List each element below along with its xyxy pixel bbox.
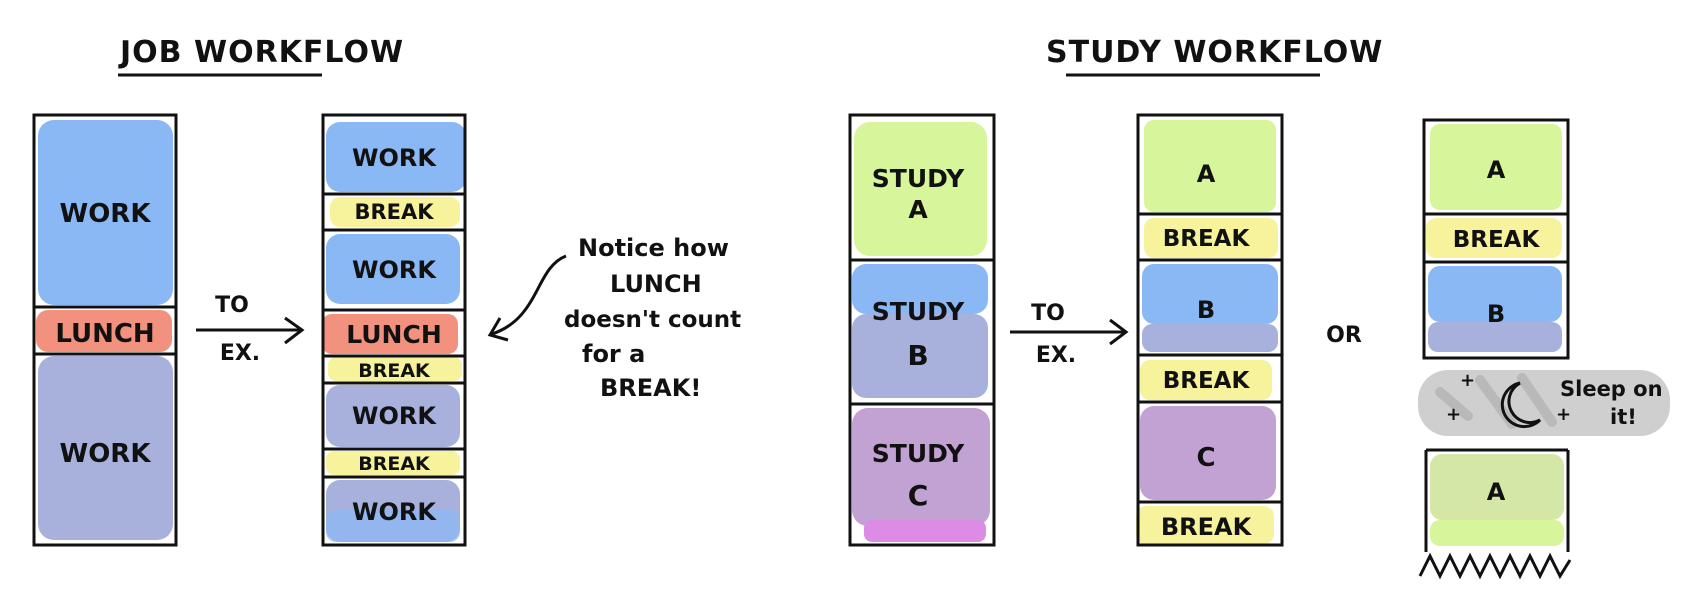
study-after-c-label: C [1196, 443, 1215, 473]
job-before-lunch-block [36, 310, 172, 352]
job-note-line-2: LUNCH [610, 270, 702, 298]
alt-bottom-a-block [1430, 454, 1564, 520]
job-before-column: WORK LUNCH WORK [32, 113, 178, 547]
study-alt-top-column: A BREAK B [1422, 118, 1570, 360]
job-note-line-4: for a [582, 340, 645, 368]
job-after-lunch-block [322, 314, 458, 354]
job-after-work1-label: WORK [352, 144, 437, 172]
study-before-c-line2: C [908, 479, 929, 512]
study-arrow: TO EX. [1010, 301, 1129, 368]
job-after-column-outline [321, 113, 467, 547]
study-after-break-block [1144, 218, 1278, 258]
job-after-break2-label: BREAK [358, 360, 431, 382]
job-note: Notice how LUNCH doesn't count for a BRE… [487, 234, 741, 402]
job-after-work-block-tint [326, 510, 460, 542]
job-before-work-bottom-label: WORK [60, 439, 152, 469]
job-workflow-section: JOB WORKFLOW WORK LUNCH WORK TO EX. [32, 35, 741, 547]
sleep-cloud: + + + Sleep on it! [1418, 370, 1670, 436]
study-after-b-block-top [1142, 264, 1278, 324]
study-after-a-label: A [1197, 160, 1216, 188]
job-after-work4-label: WORK [352, 498, 437, 526]
job-workflow-title: JOB WORKFLOW [118, 35, 404, 70]
sleep-line-1: Sleep on [1560, 377, 1663, 401]
study-arrow-ex-label: EX. [1036, 343, 1076, 368]
alt-bottom-a-label: A [1487, 478, 1506, 506]
or-label: OR [1326, 323, 1362, 348]
job-after-break1-label: BREAK [354, 200, 434, 224]
alt-break-label: BREAK [1453, 227, 1541, 253]
note-arrowhead-icon [487, 317, 509, 342]
job-note-line-5: BREAK! [600, 374, 701, 402]
job-before-column-outline [32, 113, 178, 547]
job-after-column: WORK BREAK WORK LUNCH BREAK WORK BREAK W… [321, 113, 467, 547]
study-after-break1-label: BREAK [1163, 226, 1251, 252]
study-arrow-to-label: TO [1031, 301, 1065, 326]
study-after-break2-label: BREAK [1163, 368, 1251, 394]
study-after-c-block [1140, 406, 1276, 500]
job-after-work-block [326, 234, 460, 304]
job-after-work-block [326, 385, 460, 447]
study-before-a-block [854, 122, 987, 256]
alt-b-block-bottom [1428, 322, 1562, 352]
moon-icon [1500, 381, 1542, 429]
job-before-work-bottom-block [38, 356, 173, 540]
study-before-c-block-tint [864, 520, 986, 542]
alt-bottom-a-block-tint [1430, 520, 1564, 546]
job-after-break-block [326, 451, 460, 475]
torn-edge [1418, 552, 1572, 580]
study-after-break-block [1140, 360, 1272, 400]
arrowhead-icon [1109, 318, 1129, 346]
job-after-work2-label: WORK [352, 256, 437, 284]
cloud-stroke [1435, 387, 1473, 421]
job-after-break-block [330, 197, 460, 227]
job-after-work3-label: WORK [352, 402, 437, 430]
study-before-b-line1: STUDY [872, 297, 965, 326]
study-before-column: STUDY A STUDY B STUDY C [848, 113, 996, 547]
star-icon: + [1460, 370, 1475, 391]
study-before-column-outline [848, 113, 996, 547]
study-before-b-block-bottom [852, 314, 988, 398]
star-icon: + [1446, 404, 1461, 425]
study-after-break3-label: BREAK [1161, 513, 1253, 541]
alt-top-column-outline [1422, 118, 1570, 360]
job-note-line-1: Notice how [578, 234, 729, 262]
alt-b-block-top [1428, 266, 1562, 322]
job-arrow-to-label: TO [215, 293, 249, 318]
job-before-lunch-label: LUNCH [55, 319, 154, 349]
note-arrow-curve [491, 254, 567, 336]
job-arrow: TO EX. [196, 293, 305, 366]
study-before-a-line2: A [908, 195, 928, 224]
study-workflow-section: STUDY WORKFLOW STUDY A STUDY B STUDY C T… [848, 35, 1670, 580]
study-after-column: A BREAK B BREAK C BREAK [1136, 113, 1284, 547]
job-before-work-top-label: WORK [60, 199, 152, 229]
sleep-line-2: it! [1610, 405, 1637, 429]
job-after-work-block [326, 122, 466, 192]
alt-b-label: B [1487, 300, 1505, 328]
study-workflow-title: STUDY WORKFLOW [1046, 35, 1383, 70]
study-after-column-outline [1136, 113, 1284, 547]
job-after-break-block [328, 357, 462, 381]
arrowhead-icon [284, 316, 305, 345]
cloud-stroke [1517, 373, 1557, 427]
alt-break-block [1426, 218, 1562, 258]
study-after-b-block-bottom [1142, 324, 1278, 352]
job-arrow-ex-label: EX. [220, 341, 260, 366]
alt-a-block [1430, 124, 1562, 210]
study-before-b-line2: B [907, 339, 928, 372]
study-before-b-block-top [852, 264, 988, 314]
job-note-line-3: doesn't count [564, 307, 741, 333]
job-after-lunch-label: LUNCH [346, 320, 442, 349]
study-alt-bottom-column: A [1418, 448, 1572, 580]
study-after-break-block [1136, 506, 1274, 544]
job-before-work-top-block [38, 120, 173, 305]
study-before-c-line1: STUDY [872, 439, 965, 468]
study-after-b-label: B [1197, 296, 1215, 324]
alt-a-label: A [1487, 156, 1506, 184]
star-icon: + [1556, 404, 1571, 425]
study-before-a-line1: STUDY [872, 164, 965, 193]
job-after-break3-label: BREAK [358, 453, 431, 475]
study-after-a-block [1144, 120, 1276, 212]
study-before-c-block [852, 408, 990, 526]
